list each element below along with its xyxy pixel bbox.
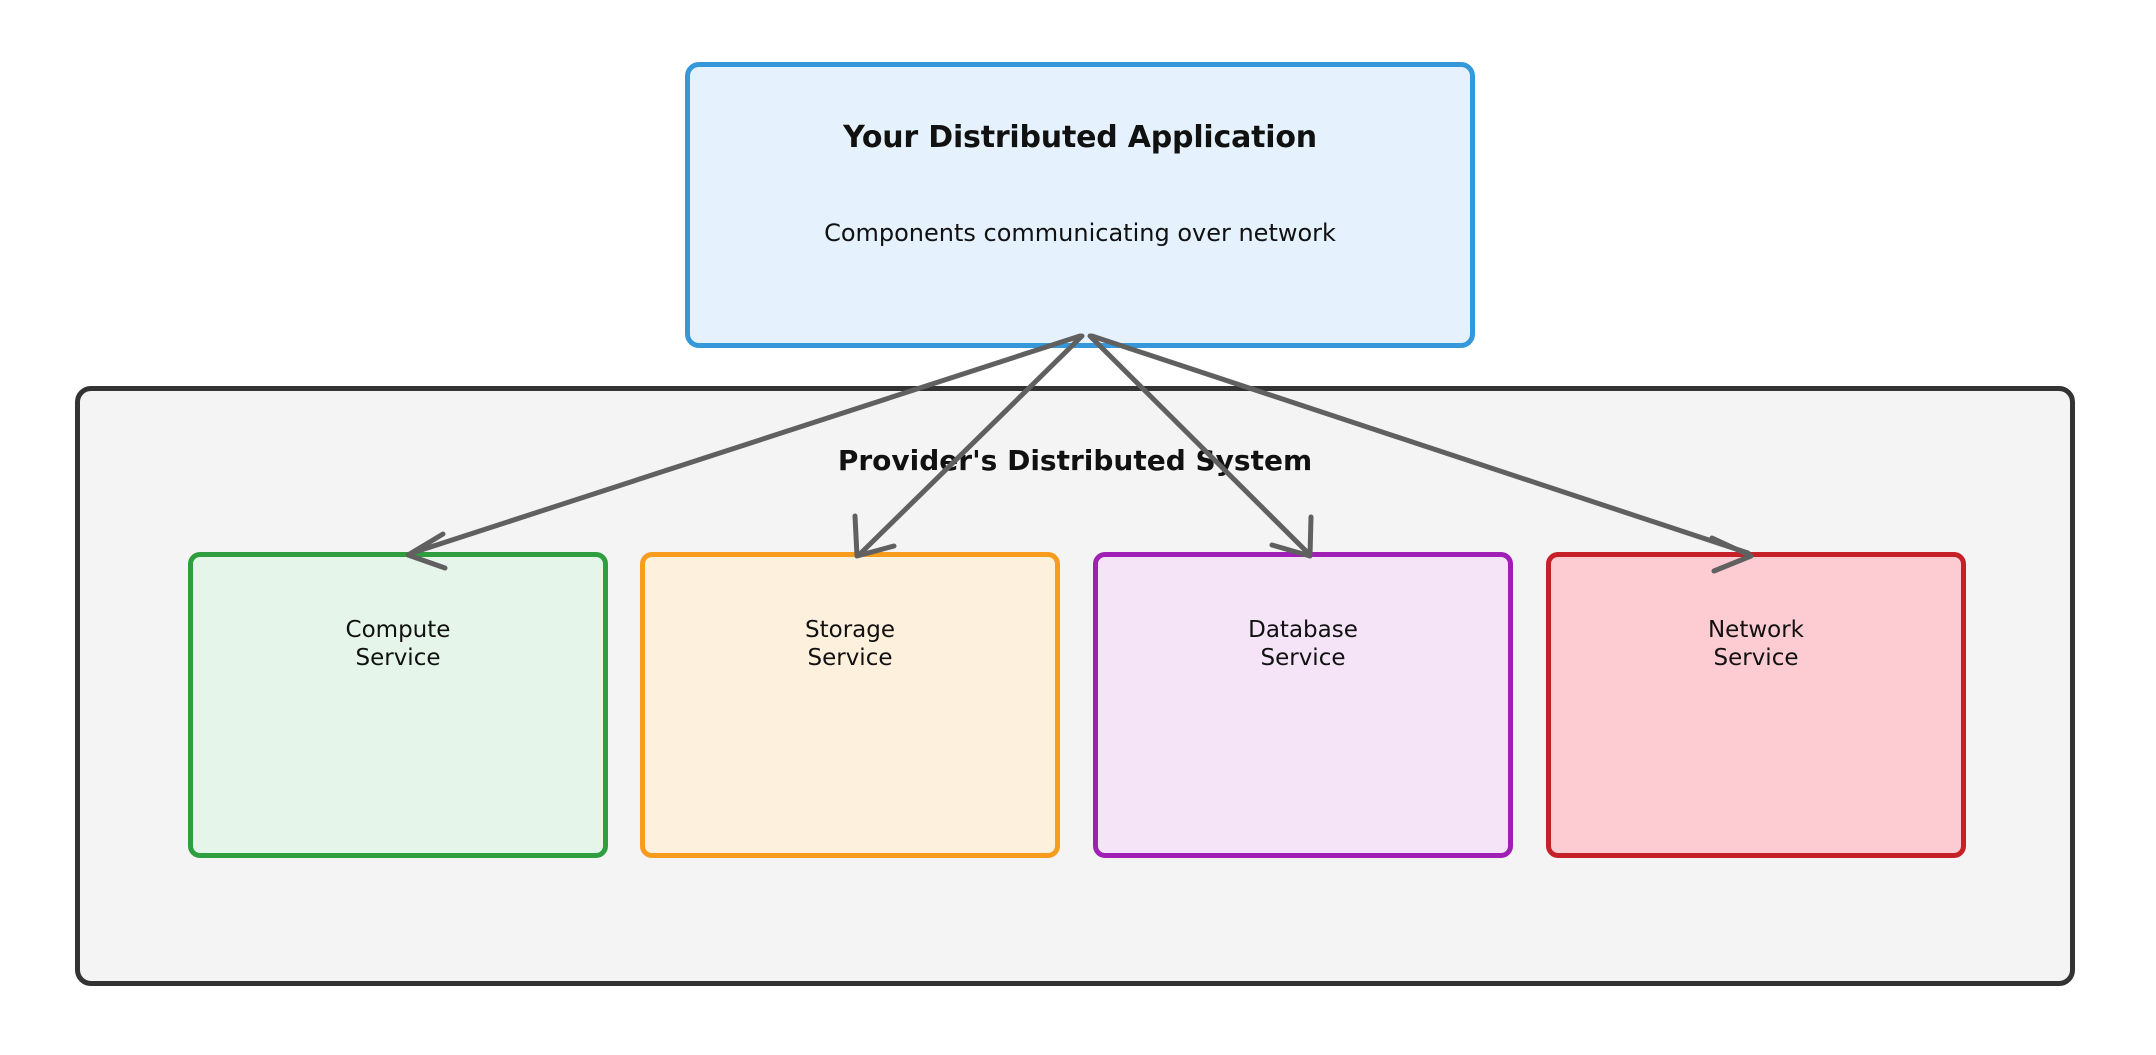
service-box-storage[interactable]: Storage Service <box>640 552 1060 858</box>
application-box[interactable]: Your Distributed Application Components … <box>685 62 1475 348</box>
service-label-storage: Storage Service <box>805 617 895 671</box>
service-box-compute[interactable]: Compute Service <box>188 552 608 858</box>
provider-system-title: Provider's Distributed System <box>837 444 1313 477</box>
application-title: Your Distributed Application <box>843 120 1317 155</box>
application-subtitle: Components communicating over network <box>824 219 1336 247</box>
service-label-database: Database Service <box>1248 617 1358 671</box>
service-box-network[interactable]: Network Service <box>1546 552 1966 858</box>
service-box-database[interactable]: Database Service <box>1093 552 1513 858</box>
service-label-compute: Compute Service <box>345 617 451 671</box>
service-label-network: Network Service <box>1707 617 1805 671</box>
